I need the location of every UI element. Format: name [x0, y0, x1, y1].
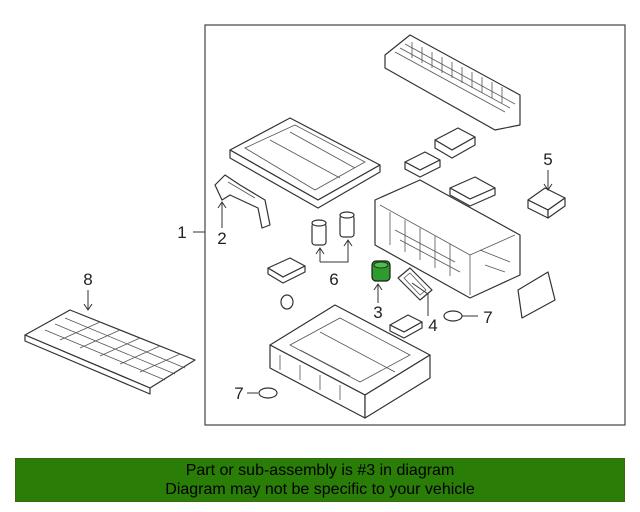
seal-ring-part-7-bottom: [258, 387, 278, 399]
module-part-5: [527, 187, 566, 219]
banner-line-2: Diagram may not be specific to your vehi…: [165, 481, 475, 498]
leader-6: [315, 239, 353, 263]
callout-8: 8: [83, 270, 92, 289]
leader-8: [83, 290, 93, 311]
callout-5: 5: [543, 150, 552, 169]
callout-4: 4: [428, 316, 437, 335]
small-module-parts: [404, 127, 496, 207]
callout-7-right: 7: [483, 308, 492, 327]
callout-6: 6: [329, 270, 338, 289]
small-plate-part: [267, 257, 306, 284]
small-cap-part: [280, 294, 294, 310]
top-duct-part: [384, 34, 521, 131]
small-pad-part: [389, 314, 423, 339]
callout-3: 3: [373, 303, 382, 322]
callout-1: 1: [177, 223, 186, 242]
highlighted-part-3: [371, 260, 391, 282]
leader-4: [411, 282, 429, 316]
leader-3: [373, 283, 383, 303]
cylinder-parts-6: [311, 211, 355, 246]
banner-line-1: Part or sub-assembly is #3 in diagram: [185, 462, 455, 479]
leader-2: [217, 201, 227, 228]
info-banner: Part or sub-assembly is #3 in diagram Di…: [15, 458, 625, 502]
gasket-part-4: [397, 267, 433, 301]
callout-7-bottom: 7: [234, 384, 243, 403]
cover-plate-part: [229, 117, 381, 209]
seal-ring-part-7-right: [443, 310, 463, 322]
assembly-frame: [204, 24, 626, 426]
bracket-part-2: [214, 174, 271, 229]
side-panel-part: [517, 271, 556, 319]
underbody-shield-part-8: [24, 309, 196, 395]
callout-2: 2: [217, 229, 226, 248]
lower-tray-part: [269, 304, 431, 419]
battery-housing-part: [374, 179, 521, 299]
parts-diagram: 1 2 3 4 5 6 7 7 8: [24, 24, 626, 426]
leader-5: [543, 170, 553, 191]
